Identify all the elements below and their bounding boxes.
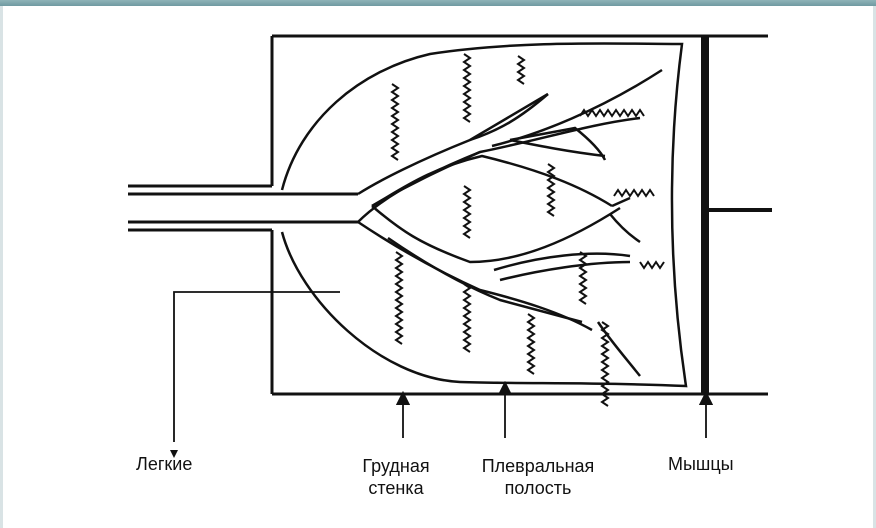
- lungs-label: Легкие: [136, 454, 193, 474]
- lungs-pointer-arrowhead: [170, 450, 178, 458]
- chest-wall-label-line2: стенка: [368, 478, 424, 498]
- chest-wall-box: [270, 34, 768, 396]
- right-frame-edge: [873, 6, 876, 528]
- pleural-label-line2: полость: [504, 478, 572, 498]
- lungs-pointer: [173, 291, 340, 442]
- trachea-tube: [128, 184, 358, 232]
- chest-wall-label: Грудная стенка: [348, 455, 444, 499]
- chest-wall-label-line1: Грудная: [362, 456, 430, 476]
- left-frame-edge: [0, 6, 3, 528]
- bronchial-tree: [357, 68, 663, 377]
- pleural-label-line1: Плевральная: [481, 456, 595, 476]
- pleural-cavity-label: Плевральная полость: [458, 455, 618, 499]
- pleural-coils: [390, 53, 665, 407]
- muscles-label: Мышцы: [668, 454, 734, 474]
- leader-lines: [173, 291, 714, 442]
- top-border-bar: [0, 0, 876, 6]
- muscle-piston: [701, 36, 772, 394]
- lung-outline: [280, 42, 688, 388]
